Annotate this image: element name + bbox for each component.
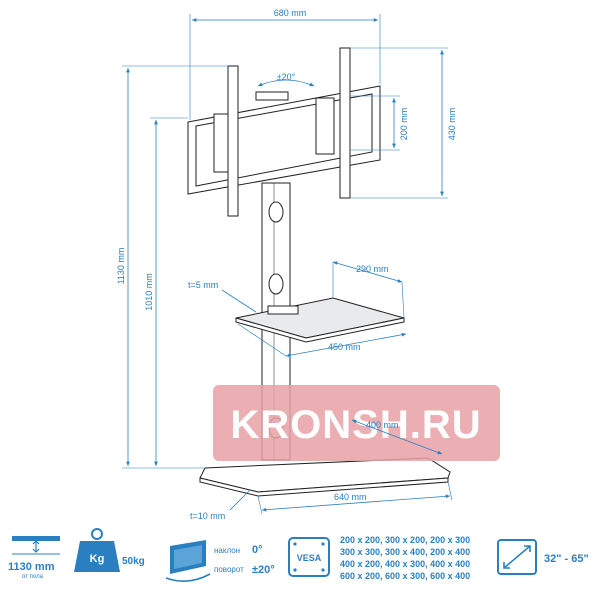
tilt-value: 0° bbox=[252, 544, 263, 556]
dimension-lines bbox=[122, 14, 453, 515]
cable-hole bbox=[268, 273, 284, 295]
vesa-line: 300 x 300, 300 x 400, 200 x 400 bbox=[340, 547, 470, 557]
dim-base-thickness: t=10 mm bbox=[190, 511, 225, 521]
dim-430: 430 mm bbox=[447, 108, 457, 141]
dim-1130: 1130 mm bbox=[116, 248, 126, 285]
dim-450: 450 mm bbox=[328, 342, 361, 352]
height-caption: от пола bbox=[22, 574, 44, 580]
dim-200: 200 mm bbox=[399, 108, 409, 141]
floor-height-icon bbox=[12, 536, 60, 555]
weight-unit: Kg bbox=[90, 553, 105, 565]
dim-290: 290 mm bbox=[356, 264, 389, 274]
screen-size-value: 32" - 65" bbox=[544, 553, 589, 565]
dim-400: 400 mm bbox=[366, 420, 399, 430]
watermark: KRONSH.RU bbox=[213, 385, 500, 461]
spec-strip: 1130 mm от пола Kg 50kg наклон 0° поворо… bbox=[8, 528, 589, 582]
vesa-label: VESA bbox=[297, 553, 322, 563]
screen-size-icon bbox=[497, 539, 537, 575]
vesa-icon bbox=[288, 537, 330, 577]
watermark-text: KRONSH.RU bbox=[230, 403, 481, 447]
vesa-line: 600 x 200, 600 x 300, 600 x 400 bbox=[340, 571, 470, 581]
weight-value: 50kg bbox=[122, 556, 145, 567]
dim-tilt-angle: ±20° bbox=[277, 72, 296, 82]
dim-shelf-thickness: t=5 mm bbox=[188, 280, 218, 290]
tilt-swivel-icon bbox=[165, 540, 211, 582]
dim-1010: 1010 mm bbox=[144, 273, 154, 311]
mount-rail-left bbox=[227, 65, 239, 217]
dim-680: 680 mm bbox=[274, 8, 307, 18]
tilt-label: наклон bbox=[214, 546, 240, 555]
vesa-line: 400 x 200, 400 x 300, 400 x 400 bbox=[340, 559, 470, 569]
swivel-label: поворот bbox=[214, 565, 244, 574]
mount-rail-right bbox=[339, 47, 351, 199]
cable-hole bbox=[268, 201, 284, 223]
glass-shelf bbox=[235, 297, 405, 339]
dim-640: 640 mm bbox=[334, 492, 367, 502]
swivel-value: ±20° bbox=[252, 564, 275, 576]
height-value: 1130 mm bbox=[8, 561, 55, 573]
weight-icon bbox=[74, 528, 120, 572]
vesa-line: 200 x 200, 300 x 200, 200 x 300 bbox=[340, 535, 470, 545]
